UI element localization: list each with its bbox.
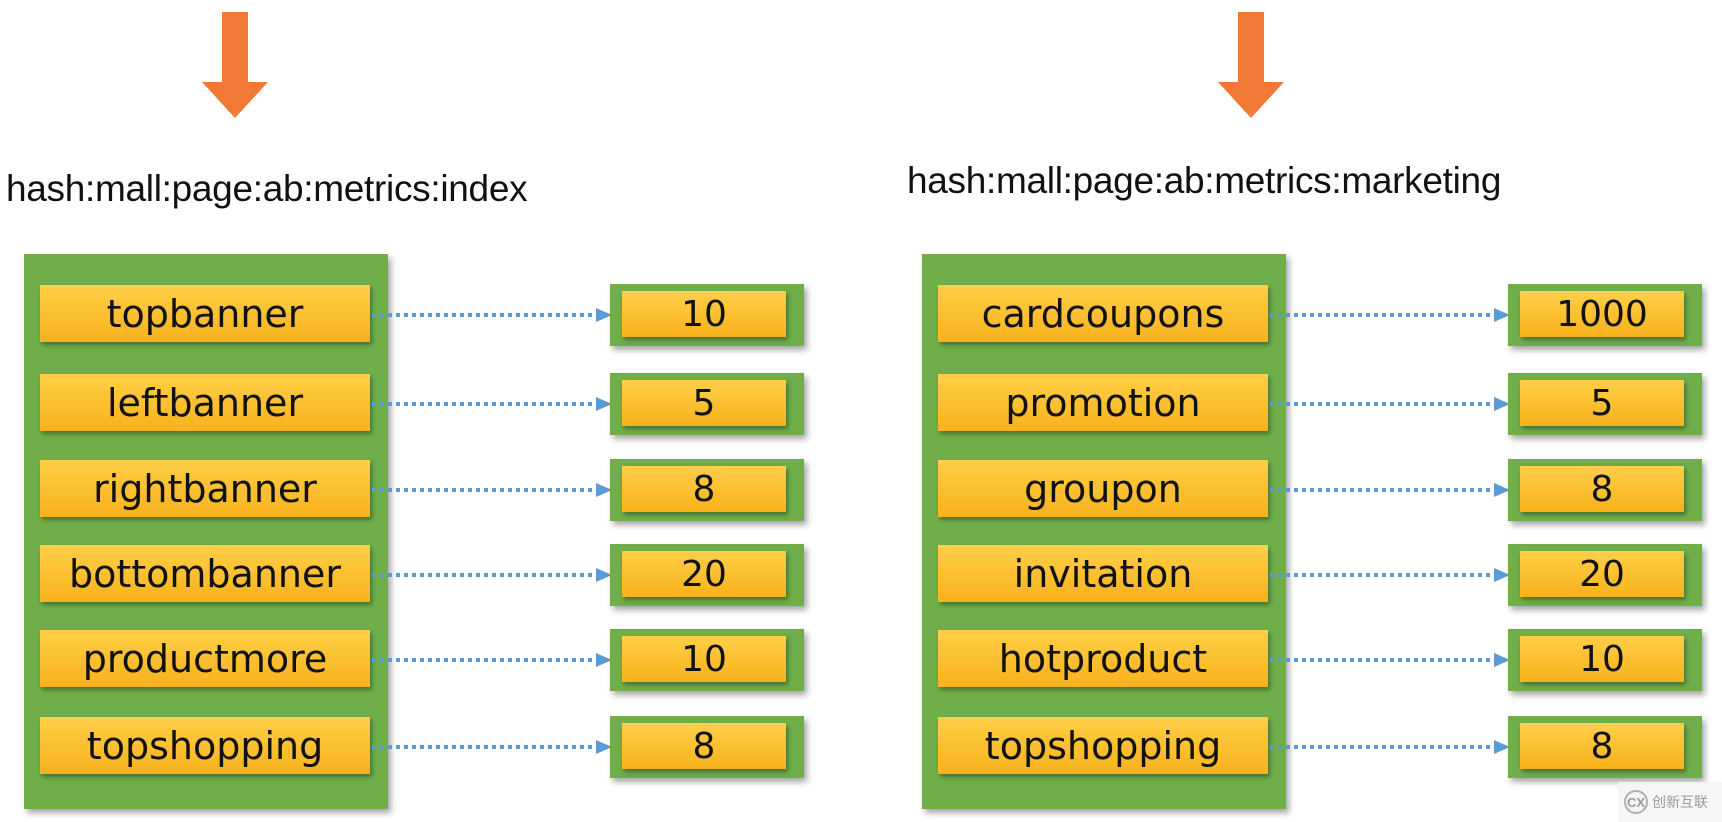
value-panel: 1000 [1508, 284, 1702, 346]
dotted-right-arrow-icon [1270, 740, 1510, 754]
dotted-right-arrow-icon [372, 308, 612, 322]
value-box: 20 [1520, 551, 1684, 597]
dotted-right-arrow-icon [1270, 653, 1510, 667]
value-box: 5 [622, 380, 786, 426]
value-panel: 5 [610, 373, 804, 435]
value-panel: 10 [610, 284, 804, 346]
field-panel-index: topbanner leftbanner rightbanner bottomb… [24, 254, 388, 809]
field-panel-marketing: cardcoupons promotion groupon invitation… [922, 254, 1286, 809]
value-panel: 8 [1508, 716, 1702, 778]
field-box: bottombanner [40, 545, 370, 602]
watermark-text: 创新互联 [1652, 794, 1708, 810]
down-arrow-icon [1218, 12, 1284, 118]
value-box: 8 [1520, 466, 1684, 512]
field-box: topshopping [40, 717, 370, 774]
field-box: promotion [938, 374, 1268, 431]
field-box: topbanner [40, 285, 370, 342]
watermark-logo-icon: CX [1624, 790, 1648, 814]
dotted-right-arrow-icon [1270, 308, 1510, 322]
value-box: 8 [622, 723, 786, 769]
value-panel: 8 [610, 459, 804, 521]
value-box: 1000 [1520, 291, 1684, 337]
value-box: 8 [622, 466, 786, 512]
dotted-right-arrow-icon [372, 653, 612, 667]
field-box: groupon [938, 460, 1268, 517]
field-box: leftbanner [40, 374, 370, 431]
field-box: hotproduct [938, 630, 1268, 687]
value-box: 10 [1520, 636, 1684, 682]
value-box: 5 [1520, 380, 1684, 426]
dotted-right-arrow-icon [1270, 568, 1510, 582]
value-panel: 5 [1508, 373, 1702, 435]
field-box: cardcoupons [938, 285, 1268, 342]
dotted-right-arrow-icon [372, 483, 612, 497]
dotted-right-arrow-icon [1270, 483, 1510, 497]
value-panel: 10 [1508, 629, 1702, 691]
dotted-right-arrow-icon [372, 397, 612, 411]
dotted-right-arrow-icon [1270, 397, 1510, 411]
value-box: 10 [622, 636, 786, 682]
value-panel: 10 [610, 629, 804, 691]
dotted-right-arrow-icon [372, 568, 612, 582]
field-box: invitation [938, 545, 1268, 602]
watermark: CX 创新互联 [1618, 782, 1722, 822]
field-box: topshopping [938, 717, 1268, 774]
value-box: 20 [622, 551, 786, 597]
dotted-right-arrow-icon [372, 740, 612, 754]
hash-key-marketing: hash:mall:page:ab:metrics:marketing [907, 160, 1502, 201]
field-box: productmore [40, 630, 370, 687]
hash-key-index: hash:mall:page:ab:metrics:index [6, 168, 528, 209]
value-panel: 20 [1508, 544, 1702, 606]
value-panel: 8 [1508, 459, 1702, 521]
field-box: rightbanner [40, 460, 370, 517]
down-arrow-icon [202, 12, 268, 118]
value-box: 10 [622, 291, 786, 337]
value-panel: 20 [610, 544, 804, 606]
value-box: 8 [1520, 723, 1684, 769]
value-panel: 8 [610, 716, 804, 778]
